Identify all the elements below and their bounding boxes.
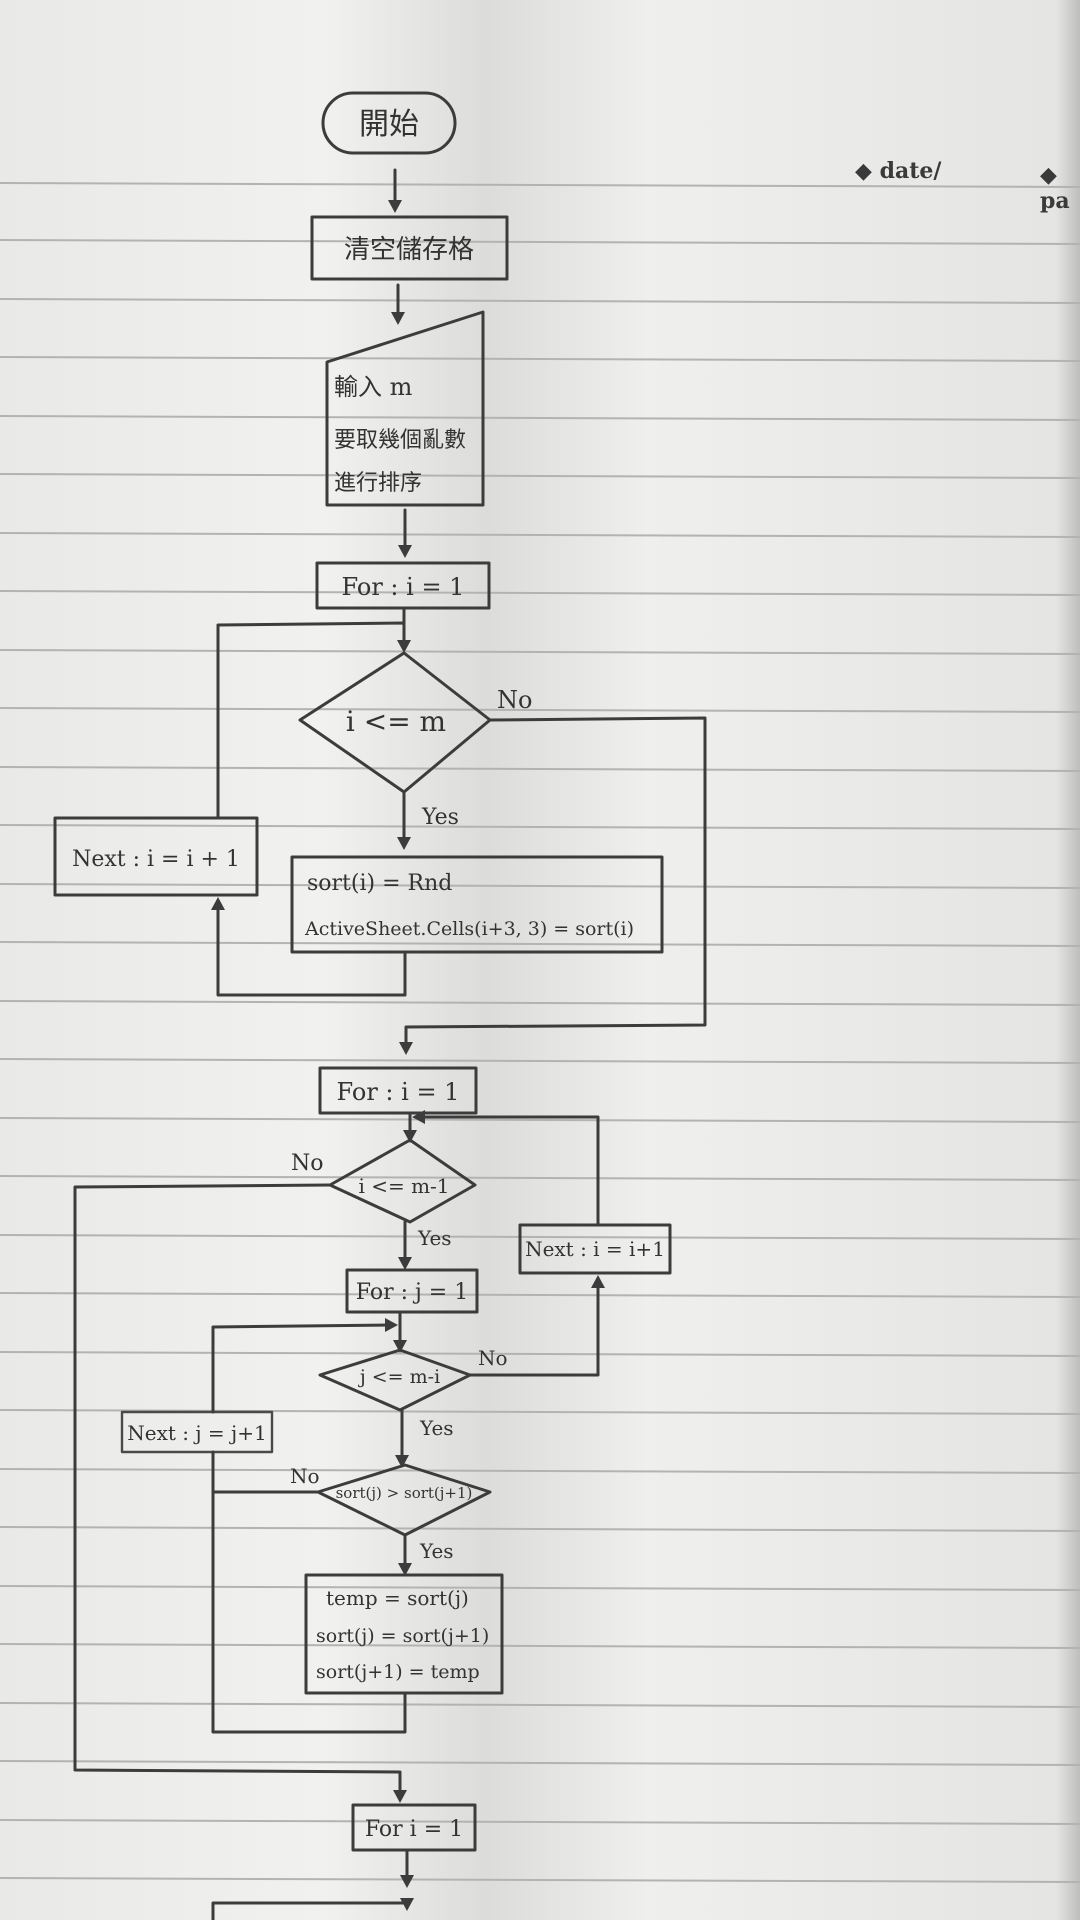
arrowhead-icon bbox=[211, 897, 225, 910]
yes-label-2: Yes bbox=[417, 1226, 452, 1250]
arrowhead-icon bbox=[388, 200, 402, 213]
for-i-1-label: For : i = 1 bbox=[342, 573, 465, 601]
for-i-2-box bbox=[318, 1066, 478, 1115]
next-j-box bbox=[120, 1410, 274, 1454]
no-label-4: No bbox=[290, 1464, 320, 1488]
arrowhead-icon bbox=[403, 1130, 417, 1143]
swap-line-3: sort(j+1) = temp bbox=[316, 1661, 480, 1683]
next-i-1-box bbox=[53, 816, 259, 897]
yes-label-1: Yes bbox=[421, 805, 459, 830]
for-j-box bbox=[345, 1268, 479, 1314]
no-label-2: No bbox=[291, 1151, 324, 1176]
cond-i-le-m-1-label: i <= m-1 bbox=[358, 1174, 449, 1198]
assign-line-1: sort(i) = Rnd bbox=[307, 871, 452, 896]
input-line-2: 要取幾個亂數 bbox=[334, 428, 466, 453]
loop-back-line-j bbox=[211, 1450, 407, 1734]
arrowhead-icon bbox=[412, 1110, 425, 1124]
clear-cells-label: 清空儲存格 bbox=[344, 235, 474, 265]
clear-cells-box bbox=[310, 215, 509, 281]
arrowhead-icon bbox=[393, 1790, 407, 1803]
arrowhead-icon bbox=[399, 1042, 413, 1055]
for-i-3-label: For i = 1 bbox=[365, 1817, 463, 1842]
for-j-label: For : j = 1 bbox=[356, 1280, 468, 1305]
arrowhead-icon bbox=[398, 545, 412, 558]
swap-line-2: sort(j) = sort(j+1) bbox=[316, 1625, 489, 1647]
input-line-3: 進行排序 bbox=[334, 471, 422, 496]
arrowhead-icon bbox=[400, 1875, 414, 1888]
paper-edge-shadow bbox=[1056, 0, 1080, 1920]
cond-j-le-m-i-diamond bbox=[318, 1348, 472, 1412]
input-m-box bbox=[325, 310, 485, 507]
for-i-1-box bbox=[315, 561, 491, 610]
page-header: ◆ pa bbox=[1040, 162, 1080, 214]
input-line-1: 輸入 m bbox=[334, 373, 413, 401]
arrowhead-icon bbox=[398, 1563, 412, 1576]
arrowhead-icon bbox=[395, 1455, 409, 1468]
start-terminal bbox=[321, 91, 457, 155]
for-i-2-label: For : i = 1 bbox=[337, 1078, 460, 1106]
no-label-3: No bbox=[478, 1346, 508, 1370]
assign-box bbox=[290, 855, 664, 954]
loop-entry-line-bottom bbox=[211, 1901, 405, 1920]
swap-line-1: temp = sort(j) bbox=[326, 1586, 469, 1610]
arrowhead-icon bbox=[398, 1257, 412, 1270]
next-j-label: Next : j = j+1 bbox=[127, 1421, 266, 1445]
arrowhead-icon bbox=[397, 837, 411, 850]
date-label: date/ bbox=[879, 158, 942, 184]
arrowhead-icon bbox=[591, 1275, 605, 1288]
arrowhead-icon bbox=[393, 1340, 407, 1353]
no-label-1: No bbox=[497, 686, 532, 714]
cond-swap-label: sort(j) > sort(j+1) bbox=[336, 1484, 473, 1502]
arrowhead-icon bbox=[400, 1898, 414, 1911]
page-label: pa bbox=[1040, 188, 1070, 214]
next-i-2-label: Next : i = i+1 bbox=[525, 1237, 665, 1261]
arrowhead-icon bbox=[391, 312, 405, 325]
yes-label-4: Yes bbox=[419, 1539, 454, 1563]
next-i-1-label: Next : i = i + 1 bbox=[72, 847, 240, 872]
yes-label-3: Yes bbox=[419, 1416, 454, 1440]
diamond-bullet-icon: ◆ bbox=[855, 158, 872, 184]
date-header: ◆ date/ bbox=[855, 158, 941, 184]
next-j-loop-up-line bbox=[211, 1323, 392, 1414]
no-branch-line-1 bbox=[404, 716, 707, 1050]
cond-i-le-m-1-diamond bbox=[328, 1138, 477, 1224]
next-loop-up-line-1 bbox=[216, 621, 406, 820]
next-loop-up-line-2 bbox=[418, 1115, 600, 1227]
assign-line-2: ActiveSheet.Cells(i+3, 3) = sort(i) bbox=[304, 918, 634, 940]
start-label: 開始 bbox=[359, 107, 419, 142]
for-i-3-box bbox=[351, 1803, 477, 1852]
cond-j-le-m-i-label: j <= m-i bbox=[358, 1366, 440, 1388]
arrowhead-icon bbox=[385, 1318, 398, 1332]
diamond-bullet-icon: ◆ bbox=[1040, 162, 1057, 188]
loop-back-line-1 bbox=[216, 903, 407, 997]
cond-i-le-m-label: i <= m bbox=[346, 705, 446, 738]
next-i-2-box bbox=[518, 1223, 672, 1275]
no-branch-line-3 bbox=[468, 1281, 600, 1377]
no-branch-line-2 bbox=[73, 1183, 402, 1797]
